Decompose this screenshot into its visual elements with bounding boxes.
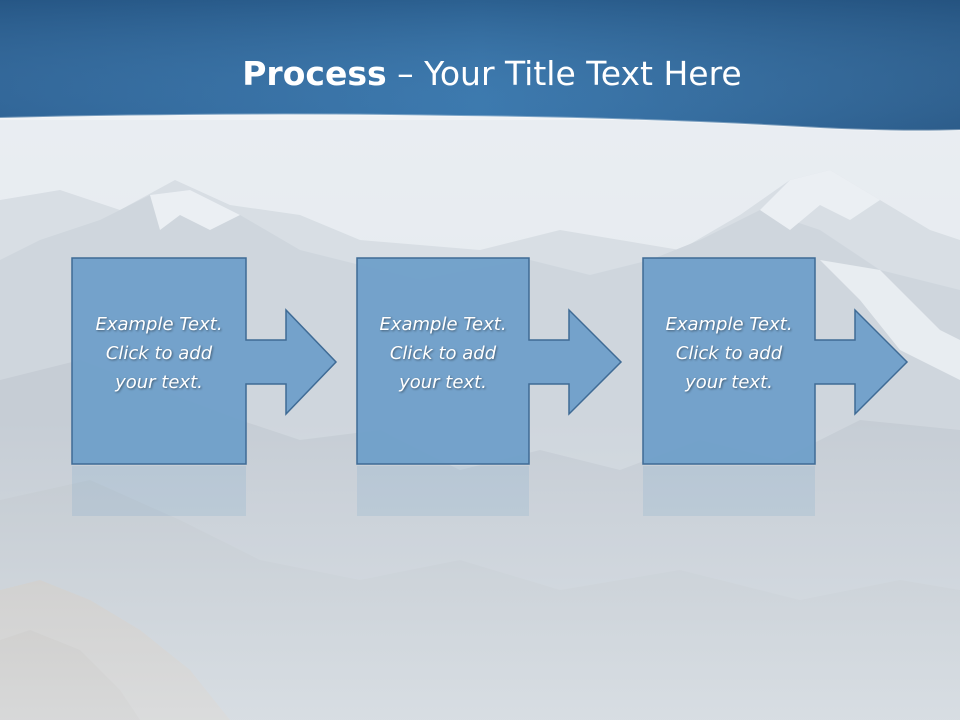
step-text: Example Text. Click to add your text. xyxy=(72,310,246,397)
step-arrow-shape xyxy=(356,257,623,516)
slide-title: Process – Your Title Text Here xyxy=(0,52,960,96)
step-line-1: Example Text. xyxy=(379,314,507,335)
title-rest: – Your Title Text Here xyxy=(386,54,742,93)
step-arrow-shape xyxy=(642,257,909,516)
step-text: Example Text. Click to add your text. xyxy=(643,310,815,397)
step-line-3: your text. xyxy=(115,372,203,393)
process-step-1[interactable]: Example Text. Click to add your text. xyxy=(71,256,412,516)
process-step-2[interactable]: Example Text. Click to add your text. xyxy=(356,256,697,516)
step-line-2: Click to add xyxy=(105,343,213,364)
step-arrow-shape xyxy=(71,257,338,516)
step-line-1: Example Text. xyxy=(665,314,793,335)
step-line-1: Example Text. xyxy=(95,314,223,335)
step-line-3: your text. xyxy=(399,372,487,393)
step-line-3: your text. xyxy=(685,372,773,393)
step-text: Example Text. Click to add your text. xyxy=(357,310,529,397)
process-step-3[interactable]: Example Text. Click to add your text. xyxy=(642,256,960,516)
step-line-2: Click to add xyxy=(675,343,783,364)
step-line-2: Click to add xyxy=(389,343,497,364)
title-bold: Process xyxy=(242,54,387,93)
